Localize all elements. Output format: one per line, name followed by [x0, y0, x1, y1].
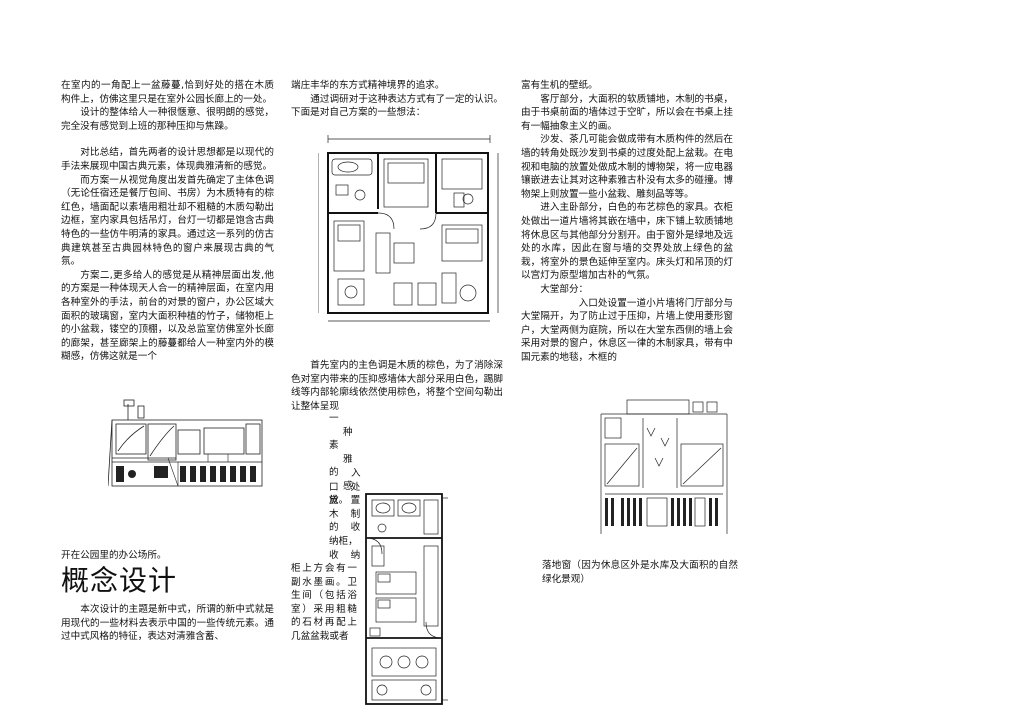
section-title: 概念设计 [61, 564, 178, 597]
narrow2-line-6: 纳柜， [329, 535, 358, 547]
narrow2-word-7: 制 [350, 508, 361, 520]
col1-paragraph-1: 在室内的一角配上一盆藤蔓,恰到好处的搭在木质构件上，仿佛这里只是在室外公园长廊上… [61, 80, 274, 105]
col3-paragraph-3: 沙发、茶几可能会做成带有木质构件的然后在墙的转角处既沙发到书桌的过度处配上盆栽。… [521, 134, 733, 200]
col1-text-concept: 本次设计的主题是新中式，所谓的新中式就是用现代的一些材料去表示中国的一些传统元素… [61, 603, 274, 644]
narrow1-line-5: 的 [329, 467, 339, 479]
col2-text-top: 端庄丰华的东方式精神境界的追求。 通过调研对于这种表达方式有了一定的认识。下面是… [291, 79, 503, 120]
office-floor-plan [108, 399, 263, 487]
narrow2-line-3: 放置 [329, 494, 365, 508]
col2-paragraph-1: 端庄丰华的东方式精神境界的追求。 [291, 80, 445, 91]
col3-paragraph-4: 进入主卧部分，白色的布艺棕色的家具。衣柜处做出一道片墙将其嵌在墙中，床下铺上软质… [521, 202, 733, 282]
narrow2-word-3: 处 [350, 481, 361, 493]
room-plan-vertical [365, 493, 448, 705]
narrow2-line-1: 入 [351, 468, 361, 479]
narrow2-word-12: 纳 [350, 549, 361, 561]
narrow2-line-4: 木制 [329, 508, 365, 522]
col1-paragraph-5: 方案二,更多给人的感觉是从精神层面出发,他的方案是一种体现天人合一的精神层面，在… [61, 269, 274, 363]
lobby-floor-plan [600, 399, 728, 534]
col2-text-bottom: 柜上方会有一副水墨画。卫生间（包括浴室）采用粗糙的石材再配上几盆盆栽或者 [291, 562, 357, 644]
col1-paragraph-6: 开在公园里的办公场所。 [61, 550, 167, 561]
col1-paragraph-3: 对比总结，首先两者的设计思想都是以现代的手法来展现中国古典元素，体现典雅清新的感… [61, 147, 274, 172]
lobby-caption: 落地窗（因为休息区外是水库及大面积的自然绿化景观） [542, 560, 738, 585]
col3-paragraph-6: 入口处设置一道小片墙将门厅部分与大堂隔开，为了防止过于压抑，片墙上使用菱形窗户，… [521, 297, 733, 363]
col3-paragraph-2: 客厅部分，大面积的软质铺地，木制的书桌，由于书桌前面的墙体过于空旷，所以会在书桌… [521, 93, 733, 132]
narrow2-word-4: 放 [329, 495, 339, 507]
col3-paragraph-5: 大堂部分： [540, 283, 589, 295]
narrow1-line-2: 种 [343, 426, 353, 438]
narrow1-line-1: 一 [329, 413, 339, 424]
narrow2-word-6: 木 [329, 508, 339, 520]
col1-paragraph-2: 设计的整体给人一种很惬意、很明朗的感觉，完全没有感觉到上班的那种压抑与焦躁。 [61, 107, 274, 132]
suite-floor-plan [318, 135, 499, 322]
narrow1-line-6: 感 [343, 480, 353, 492]
narrow2-line-5: 的收 [329, 521, 365, 535]
narrow2-line-2: 口处 [329, 481, 365, 495]
col2-paragraph-4: 柜上方会有一副水墨画。卫生间（包括浴室）采用粗糙的石材再配上几盆盆栽或者 [291, 563, 357, 642]
col1-paragraph-7: 本次设计的主题是新中式，所谓的新中式就是用现代的一些材料去表示中国的一些传统元素… [61, 604, 274, 643]
narrow1-line-3: 素 [329, 440, 339, 452]
col3-caption: 落地窗（因为休息区外是水库及大面积的自然绿化景观） [542, 559, 738, 586]
narrow2-word-2: 口 [329, 481, 339, 493]
narrow2-word-9: 收 [350, 522, 361, 534]
col1-paragraph-4: 而方案一从视觉角度出发首先确定了主体色调（无论任宿还是餐厅包间、书房）为木质特有… [61, 174, 274, 268]
col2-paragraph-2: 通过调研对于这种表达方式有了一定的认识。下面是对自己方案的一些想法： [291, 93, 503, 119]
narrow2-line-7: 收纳 [329, 549, 365, 563]
narrow2-word-11: 收 [329, 549, 339, 561]
col2-narrow-text-2: 入 口处 放置 木制 的收 纳柜， 收纳 [329, 467, 365, 562]
narrow1-line-4: 雅 [343, 453, 353, 465]
col3-text: 富有生机的壁纸。 客厅部分，大面积的软质铺地，木制的书桌，由于书桌前面的墙体过于… [521, 79, 733, 364]
col1-text-top: 在室内的一角配上一盆藤蔓,恰到好处的搭在木质构件上，仿佛这里只是在室外公园长廊上… [61, 79, 274, 364]
col2-paragraph-3: 首先室内的主色调是木质的棕色，为了消除深色对室内带来的压抑感墙体大部分采用白色，… [291, 360, 503, 412]
narrow2-word-8: 的 [329, 522, 339, 534]
col3-paragraph-1: 富有生机的壁纸。 [521, 80, 598, 91]
narrow2-word-5: 置 [350, 495, 361, 507]
col2-text-middle: 首先室内的主色调是木质的棕色，为了消除深色对室内带来的压抑感墙体大部分采用白色，… [291, 359, 503, 413]
narrow1-line-7: 觉。 [329, 494, 349, 506]
col1-text-bottom: 开在公园里的办公场所。 [61, 549, 274, 563]
col2-narrow-text-1: 一种 素雅 的感 觉。 [329, 412, 353, 507]
